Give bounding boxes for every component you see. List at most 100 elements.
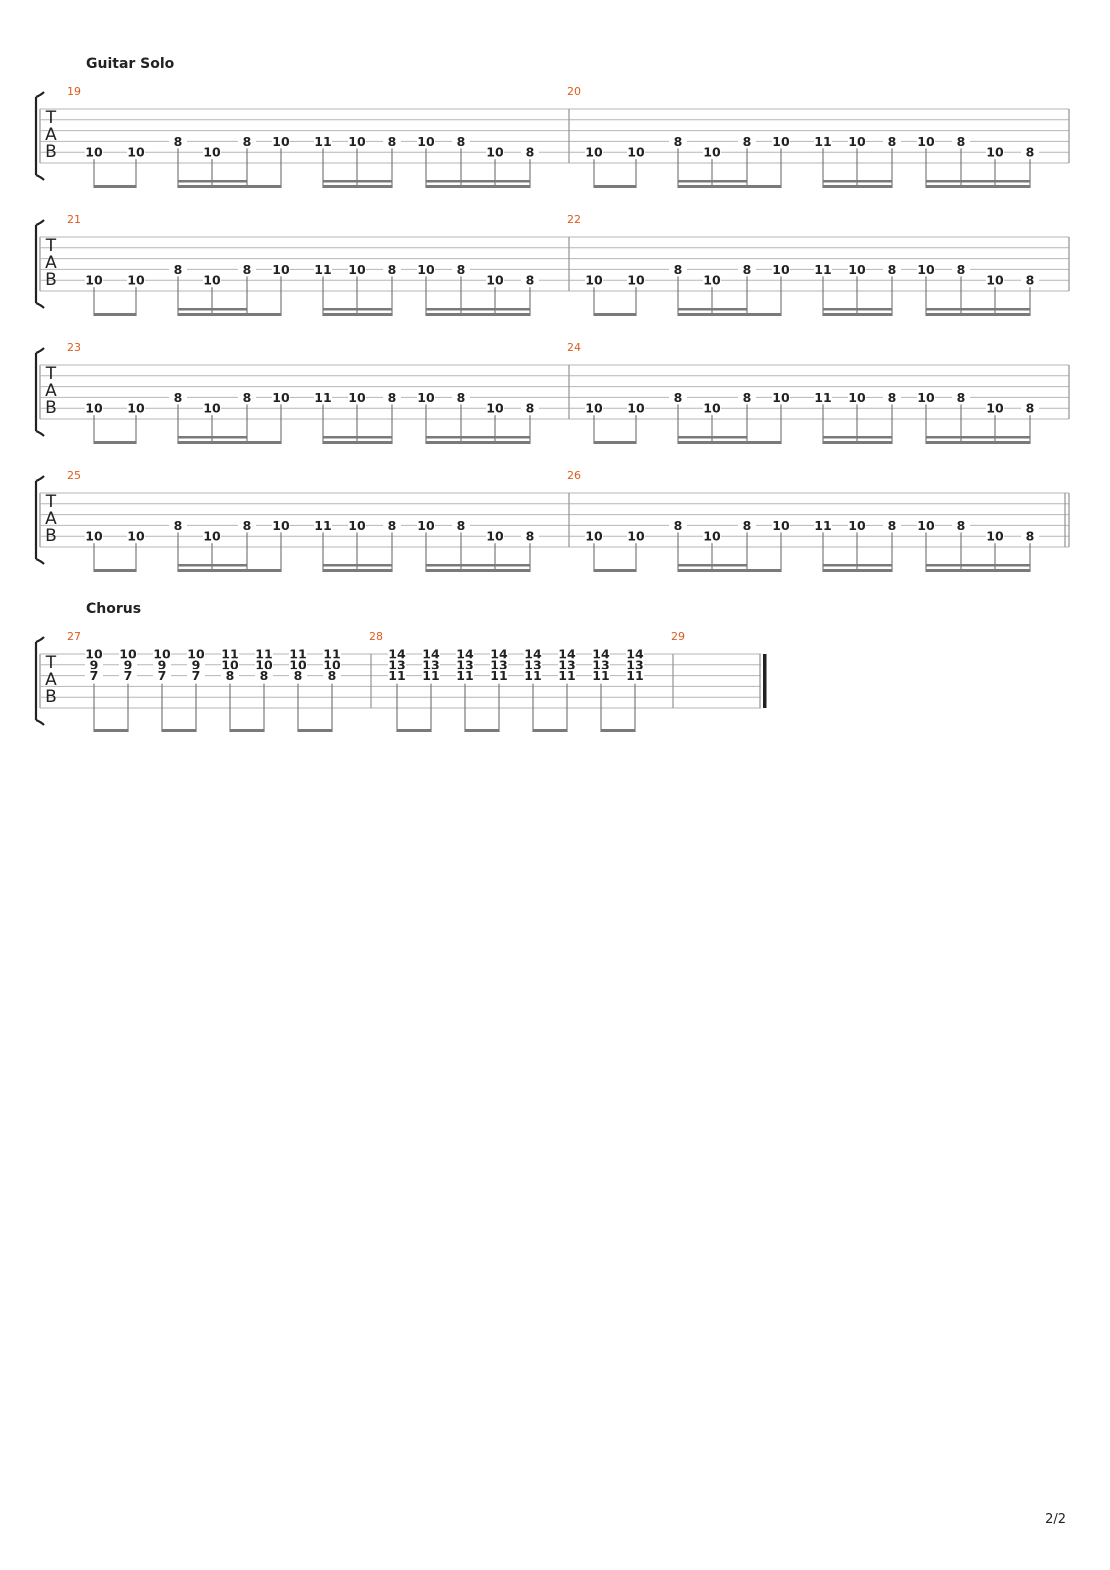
fret-mask: [221, 669, 239, 682]
fret-mask: [772, 134, 790, 148]
fret-number: 14: [592, 647, 610, 662]
fret-mask: [952, 518, 970, 532]
fret-number: 8: [888, 518, 897, 533]
fret-mask: [772, 518, 790, 532]
fret-number: 8: [674, 518, 683, 533]
fret-number: 8: [388, 390, 397, 405]
note-beam: [426, 308, 530, 311]
tab-clef-letter-b: B: [45, 687, 57, 707]
fret-mask: [986, 273, 1004, 287]
fret-number: 10: [772, 518, 790, 533]
measure-number: 22: [567, 213, 581, 226]
fret-mask: [986, 529, 1004, 543]
fret-mask: [703, 273, 721, 287]
fret-mask: [348, 134, 366, 148]
system-bracket: [34, 91, 45, 181]
note-beam: [94, 441, 136, 444]
note-beam: [678, 441, 781, 444]
fret-number: 8: [294, 668, 303, 683]
fret-number: 11: [323, 647, 340, 662]
fret-number: 10: [289, 657, 307, 672]
fret-mask: [592, 669, 610, 682]
fret-number: 14: [490, 647, 508, 662]
fret-mask: [952, 390, 970, 404]
fret-mask: [169, 518, 187, 532]
fret-number: 13: [456, 657, 473, 672]
system-bracket: [34, 475, 45, 565]
fret-mask: [272, 518, 290, 532]
fret-number: 8: [1026, 273, 1035, 288]
fret-number: 8: [957, 134, 966, 149]
note-beam: [323, 308, 392, 311]
fret-mask: [558, 669, 576, 682]
fret-number: 11: [814, 134, 831, 149]
fret-mask: [1021, 273, 1039, 287]
fret-mask: [127, 401, 145, 415]
fret-number: 8: [388, 134, 397, 149]
tab-clef-letter-b: B: [45, 398, 57, 418]
fret-number: 13: [524, 657, 541, 672]
fret-number: 10: [417, 134, 435, 149]
note-beam: [178, 441, 281, 444]
fret-mask: [456, 658, 474, 671]
fret-number: 8: [674, 262, 683, 277]
note-beam: [426, 441, 530, 444]
fret-number: 10: [272, 262, 290, 277]
measure-number: 21: [67, 213, 81, 226]
fret-number: 10: [917, 390, 935, 405]
fret-mask: [814, 518, 832, 532]
fret-mask: [772, 262, 790, 276]
fret-mask: [417, 518, 435, 532]
fret-mask: [952, 262, 970, 276]
note-beam: [426, 436, 530, 439]
fret-number: 9: [158, 657, 167, 672]
fret-number: 10: [417, 518, 435, 533]
fret-mask: [814, 390, 832, 404]
fret-number: 13: [422, 657, 439, 672]
fret-number: 10: [85, 529, 103, 544]
fret-mask: [452, 262, 470, 276]
fret-number: 8: [674, 390, 683, 405]
fret-mask: [986, 401, 1004, 415]
fret-mask: [883, 518, 901, 532]
fret-mask: [417, 262, 435, 276]
fret-number: 10: [255, 657, 273, 672]
fret-mask: [272, 262, 290, 276]
fret-number: 10: [486, 273, 504, 288]
fret-mask: [848, 518, 866, 532]
fret-number: 14: [524, 647, 542, 662]
fret-mask: [917, 134, 935, 148]
fret-number: 10: [772, 262, 790, 277]
fret-mask: [169, 134, 187, 148]
fret-mask: [85, 669, 103, 682]
fret-mask: [272, 134, 290, 148]
fret-mask: [323, 669, 341, 682]
fret-number: 8: [243, 262, 252, 277]
fret-mask: [738, 518, 756, 532]
tab-clef-letter-t: T: [45, 492, 57, 512]
fret-mask: [626, 658, 644, 671]
fret-number: 11: [388, 668, 405, 683]
fret-number: 10: [772, 390, 790, 405]
fret-mask: [289, 647, 307, 660]
fret-mask: [524, 647, 542, 660]
fret-number: 10: [627, 145, 645, 160]
fret-mask: [203, 273, 221, 287]
fret-mask: [917, 518, 935, 532]
fret-number: 10: [127, 273, 145, 288]
fret-mask: [456, 647, 474, 660]
note-beam: [594, 569, 636, 572]
fret-number: 8: [957, 262, 966, 277]
fret-mask: [314, 390, 332, 404]
fret-mask: [558, 647, 576, 660]
note-beam: [178, 180, 247, 183]
fret-mask: [1021, 529, 1039, 543]
fret-mask: [703, 145, 721, 159]
fret-number: 8: [260, 668, 269, 683]
fret-mask: [187, 669, 205, 682]
note-beam: [178, 436, 247, 439]
fret-mask: [627, 529, 645, 543]
note-beam: [926, 436, 1030, 439]
